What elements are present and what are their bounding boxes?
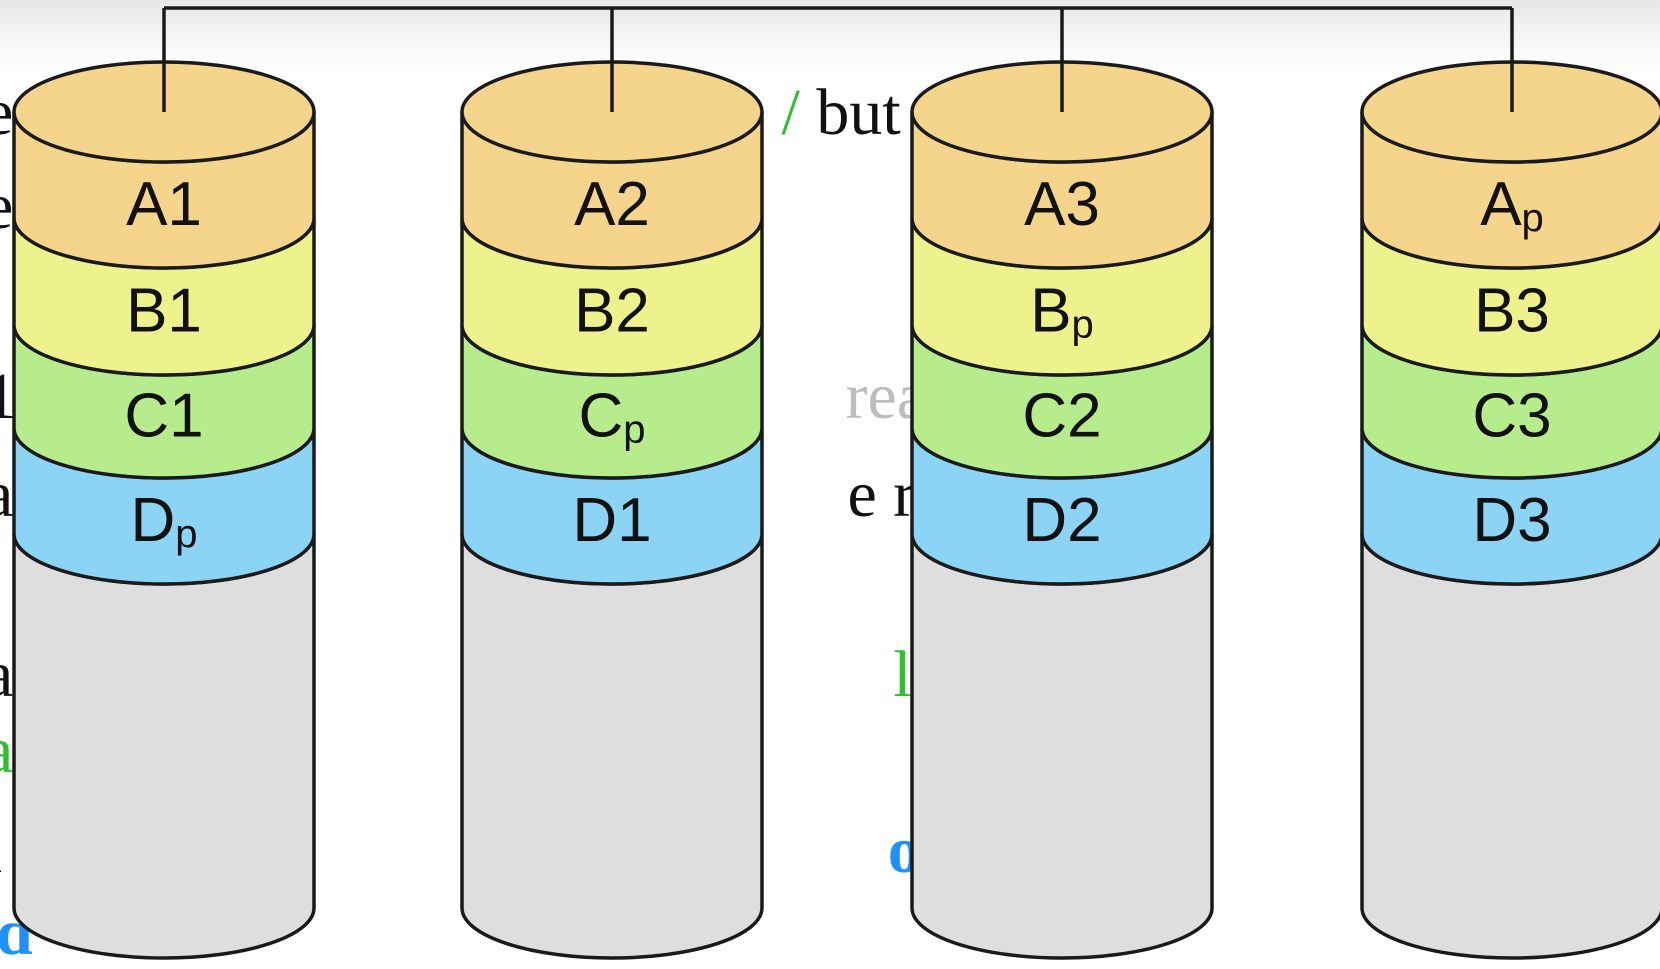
block-label: D2: [1022, 486, 1101, 555]
block-label: D3: [1472, 486, 1551, 555]
block-label: Dp: [130, 486, 197, 556]
disk-empty-body: [12, 533, 316, 960]
block-label-subscript: p: [175, 512, 197, 556]
disk-empty-body: [1360, 533, 1660, 960]
block-label-subscript: p: [1522, 196, 1544, 240]
block-label: C1: [124, 382, 203, 451]
text-segment: a: [0, 458, 13, 531]
disk-empty-body: [460, 533, 764, 960]
block-label: B3: [1474, 277, 1550, 346]
block-label: C3: [1472, 382, 1551, 451]
text-segment: but: [799, 76, 901, 149]
disk-empty-body: [910, 533, 1214, 960]
block-label-subscript: p: [1072, 303, 1094, 347]
text-segment: /: [781, 76, 800, 149]
text-segment: l: [0, 814, 2, 887]
block-label: A2: [574, 170, 650, 239]
block-label: C2: [1022, 382, 1101, 451]
block-label: B1: [126, 277, 202, 346]
block-label-subscript: p: [623, 408, 645, 452]
block-label: A3: [1024, 170, 1100, 239]
text-segment: a: [0, 638, 13, 711]
block-label: A1: [126, 170, 202, 239]
text-segment: a: [0, 714, 13, 787]
text-segment: e: [0, 76, 13, 149]
block-label: B2: [574, 277, 650, 346]
top-bar: [0, 0, 1660, 72]
block-label: D1: [572, 486, 651, 555]
